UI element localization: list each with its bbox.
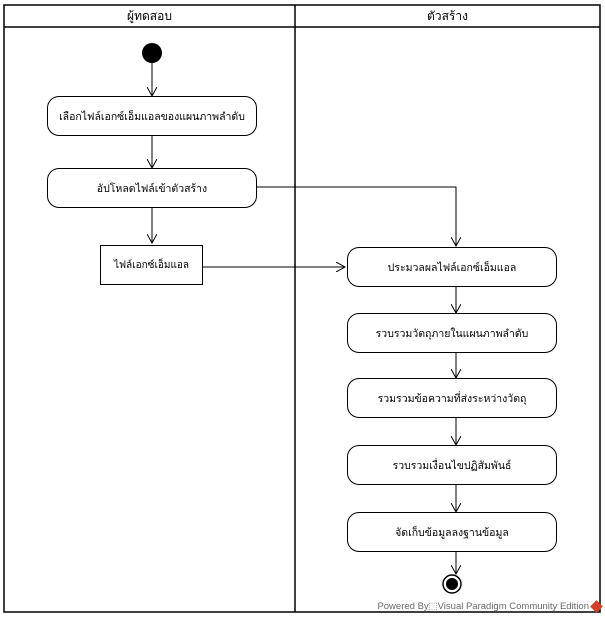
swimlane-frame xyxy=(3,4,601,613)
flow-upload-to-process xyxy=(257,186,456,246)
watermark: Powered By⬚Visual Paradigm Community Edi… xyxy=(377,600,603,613)
action-process-xml-file: ประมวลผลไฟล์เอกซ์เอ็มแอล xyxy=(347,247,557,287)
watermark-text: Powered By⬚Visual Paradigm Community Edi… xyxy=(377,601,589,612)
visual-paradigm-logo-icon xyxy=(590,600,603,613)
action-select-xml-file: เลือกไฟล์เอกซ์เอ็มแอลของแผนภาพลำดับ xyxy=(47,96,257,136)
action-collect-messages: รวมรวมข้อความที่ส่งระหว่างวัตถุ xyxy=(347,378,557,418)
object-node-xml-file: ไฟล์เอกซ์เอ็มแอล xyxy=(100,245,203,285)
action-collect-conditions: รวบรวมเงื่อนไขปฏิสัมพันธ์ xyxy=(347,445,557,485)
initial-node xyxy=(142,43,162,63)
action-store-database: จัดเก็บข้อมูลลงฐานข้อมูล xyxy=(347,512,557,552)
lane-title-generator: ตัวสร้าง xyxy=(427,9,468,23)
action-collect-objects: รวบรวมวัตถุภายในแผนภาพลำดับ xyxy=(347,313,557,353)
final-node-core xyxy=(446,578,458,590)
action-upload-file: อัปโหลดไฟล์เข้าตัวสร้าง xyxy=(47,168,257,208)
lane-title-tester: ผู้ทดสอบ xyxy=(127,9,172,23)
